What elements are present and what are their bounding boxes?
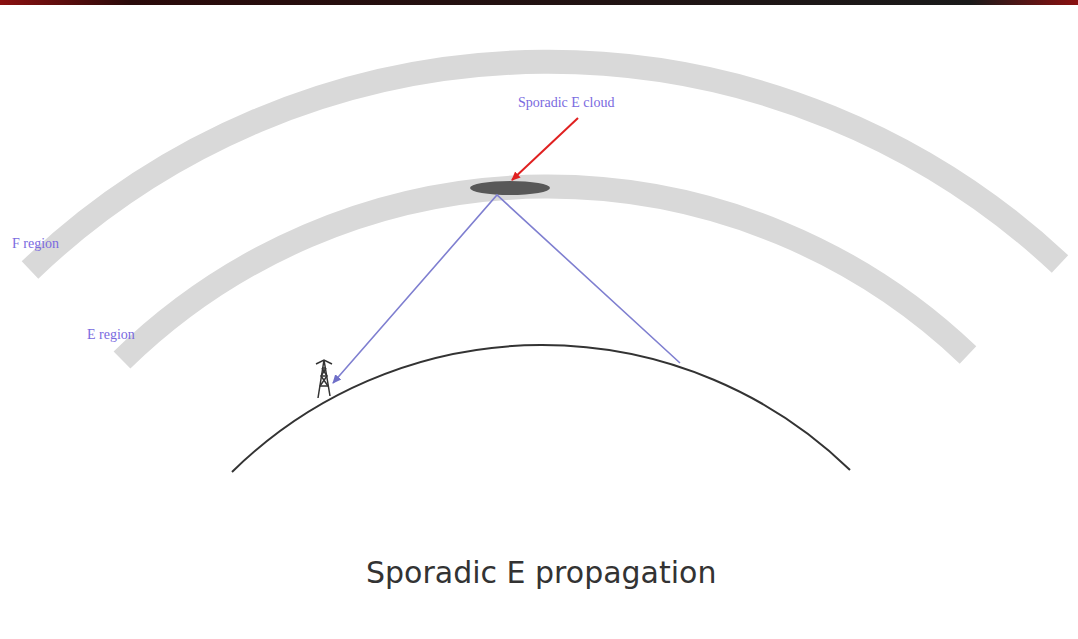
region-label: Sporadic E cloud — [518, 95, 614, 112]
earth-surface — [232, 345, 850, 472]
caption: Sporadic E propagation — [366, 555, 716, 591]
region-label: F region — [12, 236, 59, 253]
top-bar — [0, 0, 1078, 5]
antenna-tower — [316, 360, 332, 398]
sporadic-e-cloud — [470, 181, 550, 195]
e-region-band — [122, 187, 968, 360]
signal-path — [333, 195, 680, 383]
leader-arrow — [512, 118, 578, 180]
region-label: E region — [87, 327, 135, 344]
